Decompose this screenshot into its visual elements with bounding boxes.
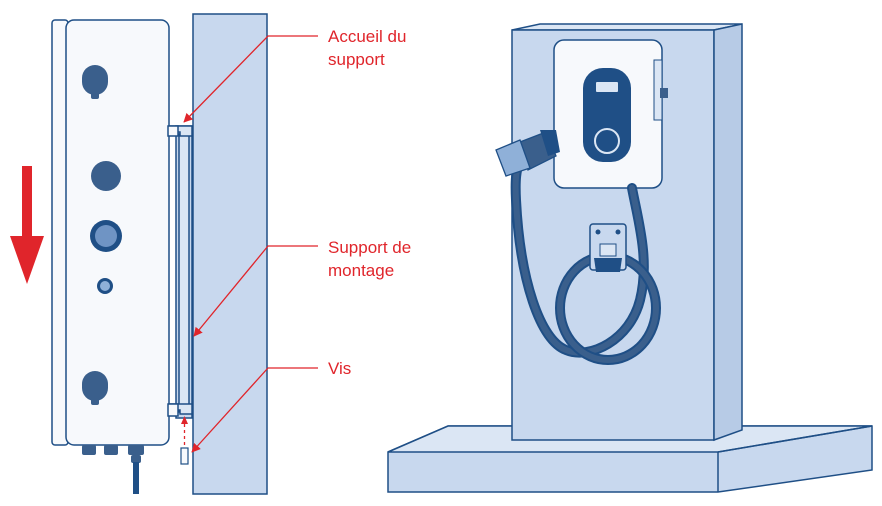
side-cable-gland-bottom [82,371,108,405]
down-arrow-icon [10,166,44,284]
label-support-line1: Support de [328,238,412,257]
label-accueil-line1: Accueil du [328,27,407,46]
leader-support [193,245,318,337]
label-accueil-line2: support [328,50,385,69]
wall [192,13,268,495]
mounting-bracket [169,125,193,419]
leader-accueil [183,35,318,123]
label-vis-text: Vis [328,359,352,378]
side-small-vent [97,278,113,294]
charger-top-hook [167,125,179,137]
leader-vis [191,367,318,453]
label-accueil-du-support: Accueil du support [328,25,406,71]
side-port-ring [90,220,122,252]
screw [180,416,189,465]
bottom-glands [82,445,144,494]
side-plug-cap [91,161,121,191]
label-vis: Vis [328,357,351,380]
charger-bottom-hook [167,403,179,417]
label-support-de-montage: Support de montage [328,236,411,282]
charging-cable [510,155,661,365]
charging-connector [495,130,560,177]
charger-display-panel [583,68,631,162]
side-cable-gland-top [82,65,108,99]
cable-holster [589,223,627,272]
callout-leaders [183,35,318,453]
charger-status-ring [594,128,620,154]
label-support-line2: montage [328,261,395,280]
